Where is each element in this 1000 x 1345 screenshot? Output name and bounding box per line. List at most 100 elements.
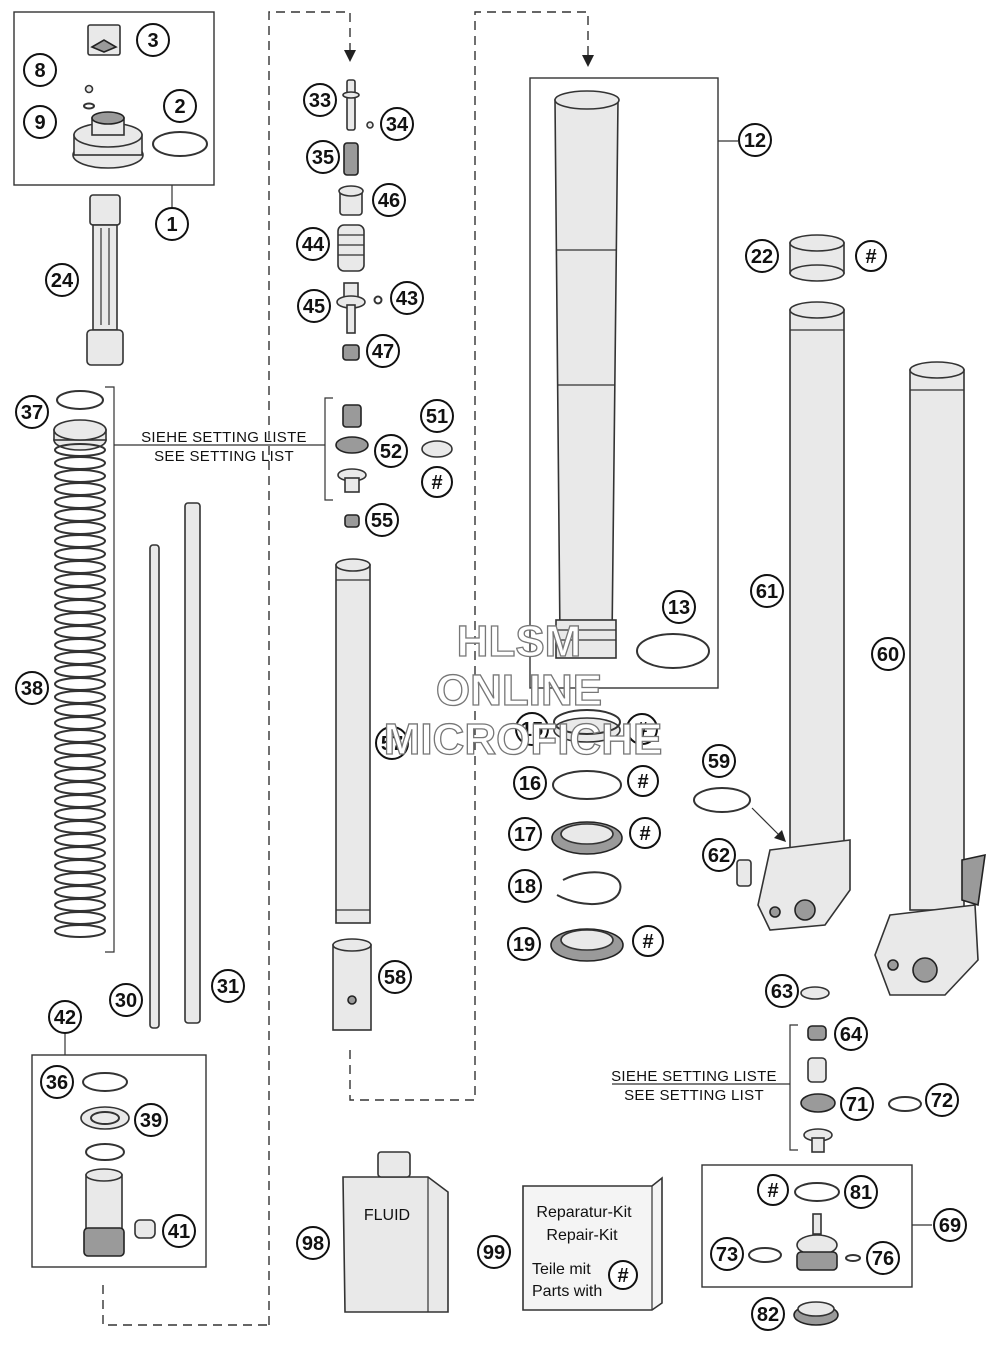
- callout-circle-47: [366, 334, 400, 368]
- part-71-piston: [800, 1093, 836, 1113]
- kit-hash-symbol: #: [617, 1265, 628, 1287]
- spring-coil: [54, 599, 106, 613]
- part-57-tube: [335, 558, 371, 924]
- spring-coil: [54, 573, 106, 587]
- spring-coil: [54, 768, 106, 782]
- part-9-washer: [83, 102, 95, 110]
- callout-circle-9: [23, 105, 57, 139]
- callout-circle-46: [372, 183, 406, 217]
- part-47-nut: [342, 344, 360, 361]
- part-76-washer: [845, 1254, 861, 1262]
- watermark-line-1: HLSM: [457, 617, 582, 666]
- callout-circle-31: [211, 969, 245, 1003]
- part-13-clip: [636, 633, 710, 669]
- spring-coil: [54, 885, 106, 899]
- callout-number-13: 13: [668, 597, 690, 619]
- part-45-valve: [336, 282, 366, 334]
- callout-circle-13: [662, 590, 696, 624]
- callout-circle-71: [840, 1087, 874, 1121]
- callout-circle-37: [15, 395, 49, 429]
- fluid-label: FLUID: [364, 1207, 410, 1224]
- callout-circle-98: [296, 1226, 330, 1260]
- spring-coil: [54, 742, 106, 756]
- callout-circle-69: [933, 1208, 967, 1242]
- spring-coil: [54, 495, 106, 509]
- dashed-path-mid: [349, 11, 589, 1101]
- callout-number-22: 22: [751, 246, 773, 268]
- callout-number-12: 12: [744, 130, 766, 152]
- part-16-washer: [552, 770, 622, 800]
- note-siehe-right: SIEHE SETTING LISTE: [611, 1068, 777, 1085]
- part-12-outer-tube: [554, 90, 620, 659]
- callout-number-73: 73: [716, 1244, 738, 1266]
- note-see-right: SEE SETTING LIST: [624, 1087, 764, 1104]
- callout-number-60: 60: [877, 644, 899, 666]
- watermark-line-2: ONLINE: [436, 666, 602, 715]
- callout-number-69: 69: [939, 1215, 961, 1237]
- callout-circle-57: [375, 726, 409, 760]
- part-60-inner-tube: [874, 361, 986, 996]
- part-34-ball: [366, 121, 374, 129]
- part-36-washer: [82, 1072, 128, 1092]
- bracket-37-38: [105, 386, 115, 953]
- hash-marker-circle: [855, 240, 887, 272]
- spring-coil: [54, 729, 106, 743]
- callout-circle-35: [306, 140, 340, 174]
- callout-number-59: 59: [708, 751, 730, 773]
- callout-circle-58: [378, 960, 412, 994]
- callout-number-17: 17: [514, 824, 536, 846]
- callout-circle-17: [508, 817, 542, 851]
- callout-number-37: 37: [21, 402, 43, 424]
- callout-number-82: 82: [757, 1304, 779, 1326]
- part-33-needle: [342, 79, 360, 131]
- part-18-clip: [556, 871, 622, 906]
- callout-number-34: 34: [386, 114, 409, 136]
- callout-number-57: 57: [381, 733, 403, 755]
- spring-coil: [54, 716, 106, 730]
- kit-hash-circle: [608, 1260, 638, 1290]
- callout-circle-12: [738, 123, 772, 157]
- part-59-oring: [693, 787, 751, 813]
- callout-circle-81: [844, 1175, 878, 1209]
- spring-coil: [54, 521, 106, 535]
- spring-coil: [54, 846, 106, 860]
- callout-number-46: 46: [378, 190, 400, 212]
- callout-number-33: 33: [309, 90, 331, 112]
- callout-number-41: 41: [168, 1221, 190, 1243]
- callout-circle-18: [508, 869, 542, 903]
- spring-coil: [54, 703, 106, 717]
- part-41-bushing: [134, 1219, 156, 1239]
- callout-circle-19: [507, 927, 541, 961]
- callout-circle-34: [380, 107, 414, 141]
- part-24-guide: [86, 194, 124, 366]
- fluid-bottle: [342, 1151, 449, 1313]
- callout-circle-38: [15, 671, 49, 705]
- callout-number-24: 24: [51, 270, 74, 292]
- part-42-cartridge: [83, 1168, 125, 1257]
- callout-circle-45: [297, 289, 331, 323]
- callout-number-99: 99: [483, 1242, 505, 1264]
- spring-coil: [54, 586, 106, 600]
- hash-marker-circle: [627, 765, 659, 797]
- assembly-1-frame: [13, 11, 215, 186]
- callouts-layer: 1238912131516171819222430313334353637383…: [15, 23, 967, 1331]
- part-51-ring: [421, 440, 453, 458]
- arrowhead-mid: [582, 55, 594, 67]
- spring-coil: [54, 677, 106, 691]
- callout-number-64: 64: [840, 1024, 863, 1046]
- hash-marker-circle: [632, 925, 664, 957]
- callout-number-71: 71: [846, 1094, 868, 1116]
- part-19-dust-seal: [550, 928, 624, 962]
- callout-circle-52: [374, 434, 408, 468]
- callout-number-15: 15: [521, 719, 543, 741]
- callout-number-1: 1: [166, 214, 177, 236]
- part-73-ring: [748, 1247, 782, 1263]
- part-82-seal: [793, 1301, 839, 1326]
- kit-line-3: Teile mit: [532, 1261, 591, 1278]
- spring-coil: [54, 872, 106, 886]
- kit-line-1: Reparatur-Kit: [536, 1204, 632, 1221]
- callout-circle-42: [48, 1000, 82, 1034]
- part-62-screw: [736, 859, 752, 887]
- spring-coil: [54, 612, 106, 626]
- callout-circle-62: [702, 838, 736, 872]
